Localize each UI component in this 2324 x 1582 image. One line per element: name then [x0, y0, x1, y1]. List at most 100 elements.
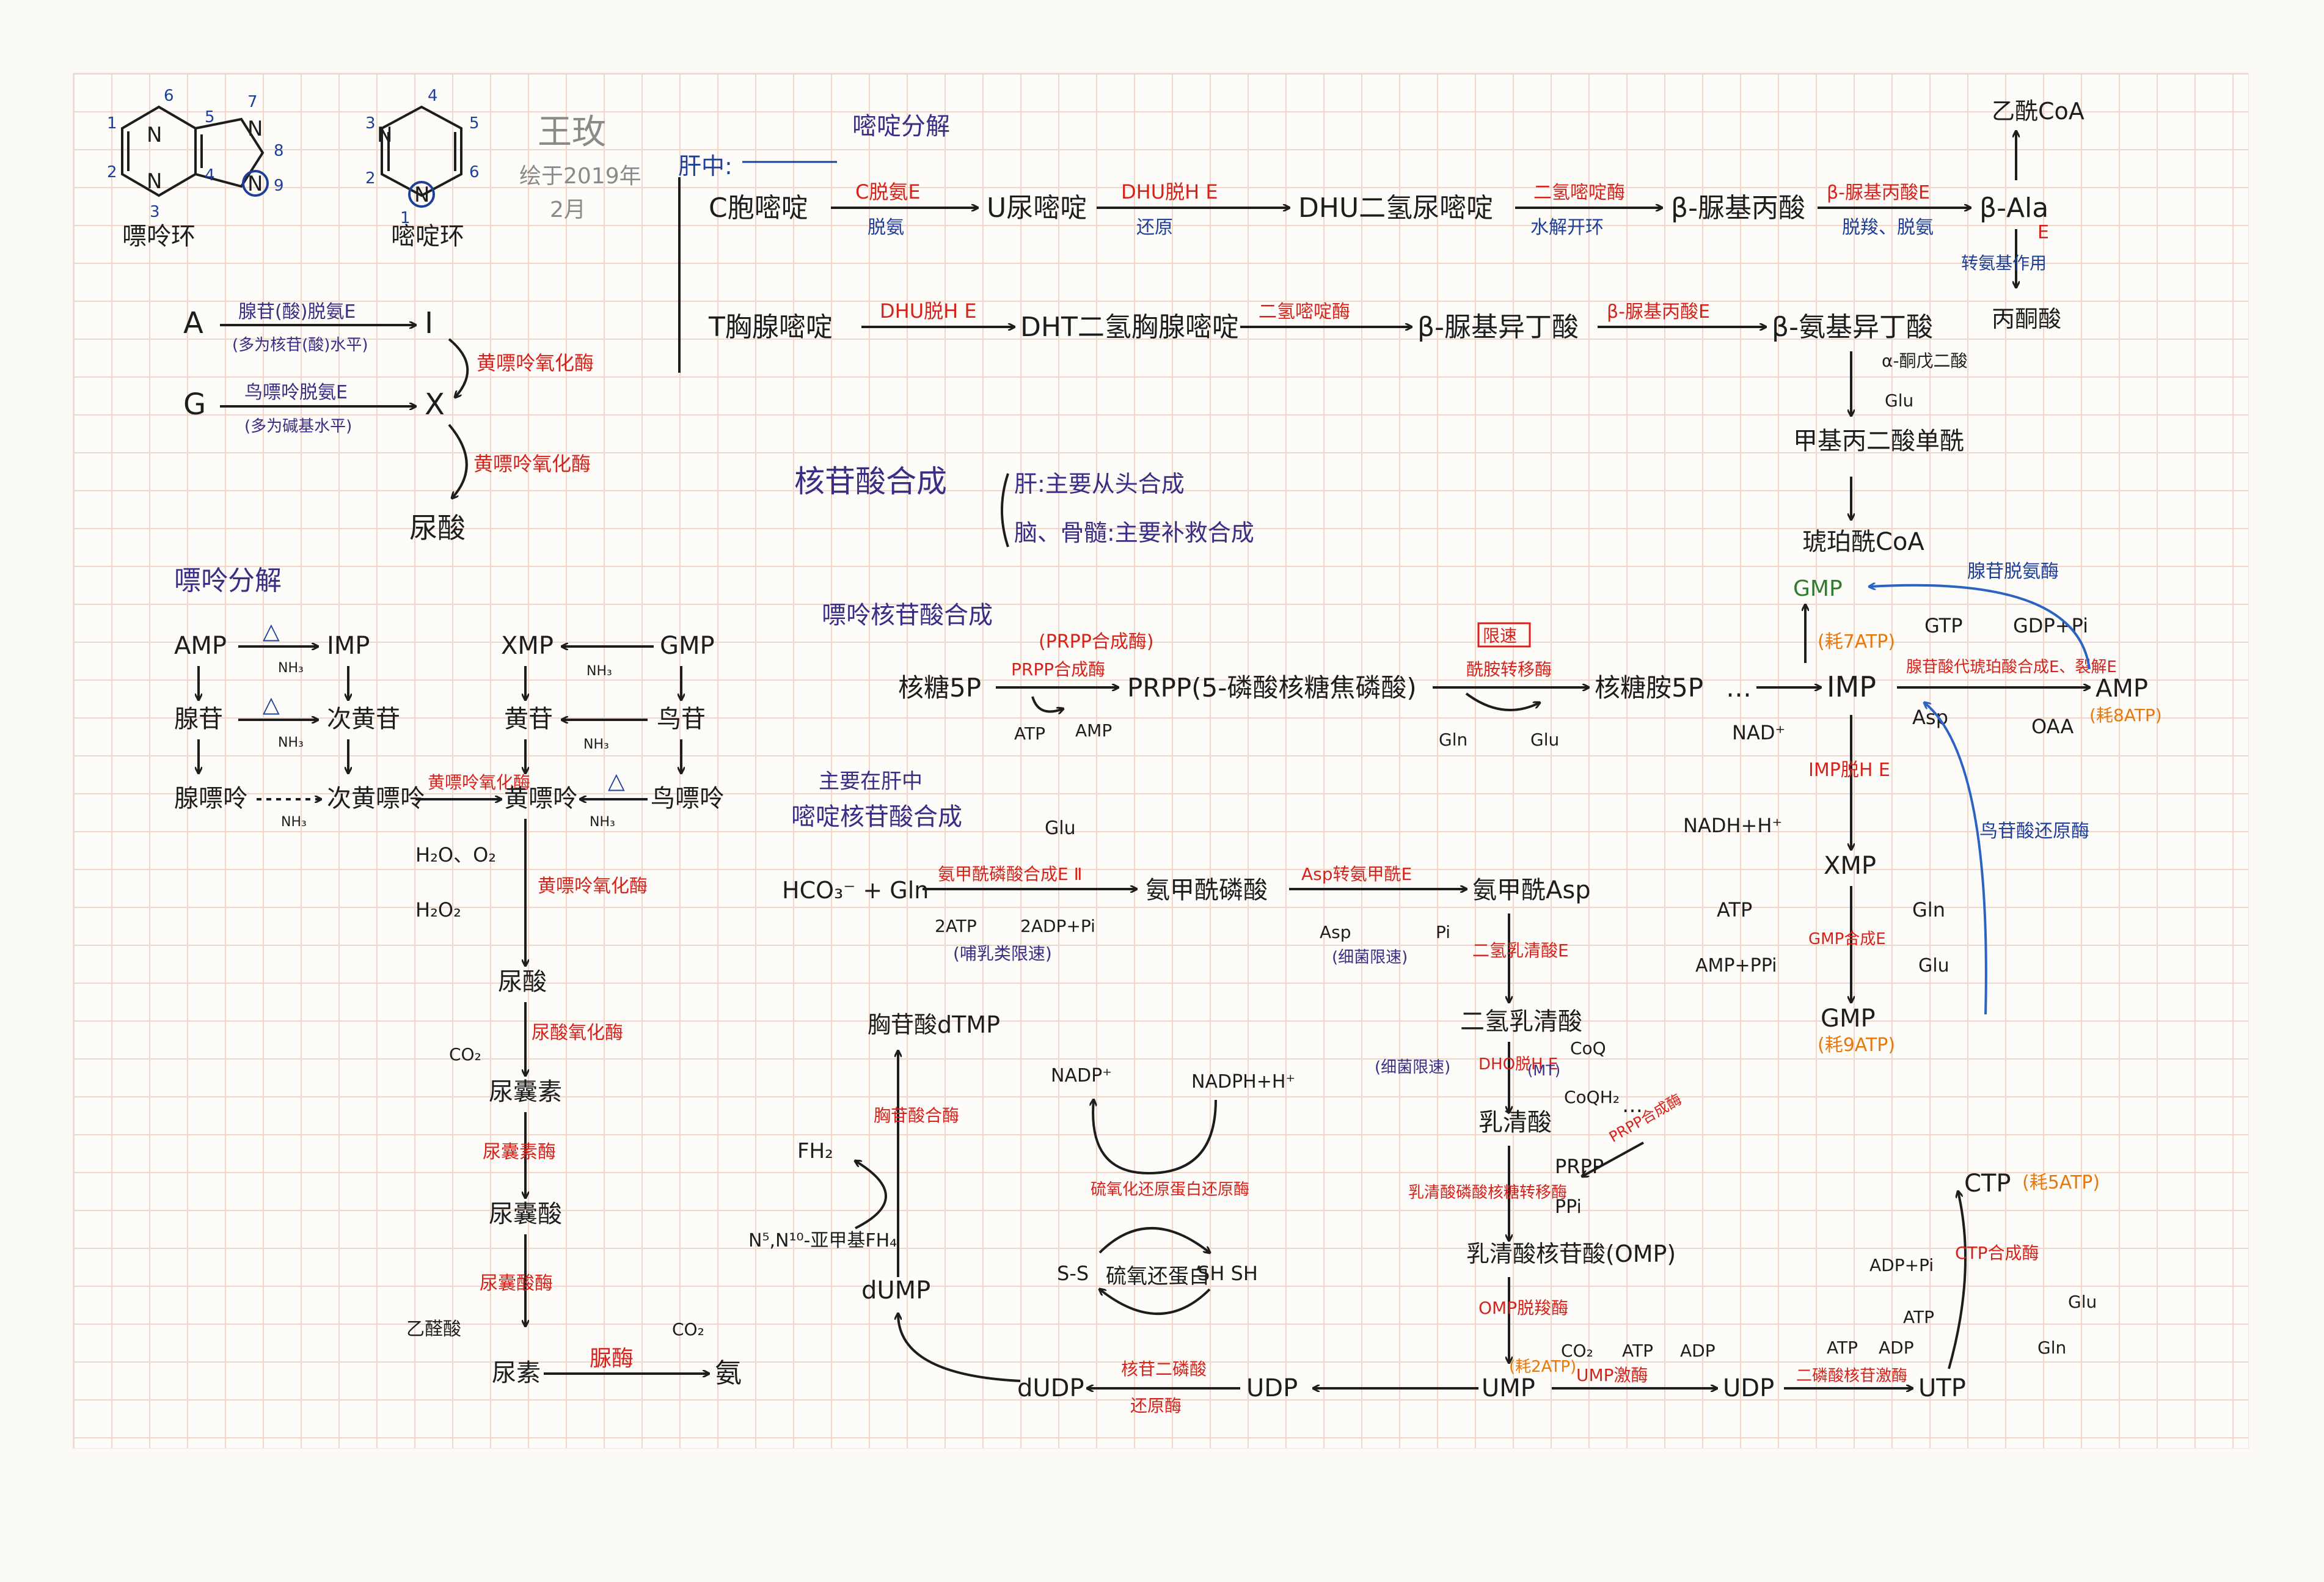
svg-text:NH₃: NH₃ — [278, 735, 304, 750]
svg-text:SH SH: SH SH — [1197, 1262, 1258, 1285]
svg-text:尿酸氧化酶: 尿酸氧化酶 — [532, 1022, 623, 1044]
grid-paper — [73, 73, 2248, 1448]
svg-text:7: 7 — [247, 93, 258, 111]
svg-text:转氨基作用: 转氨基作用 — [1961, 253, 2047, 273]
svg-text:Glu: Glu — [1045, 818, 1076, 839]
svg-text:β-Ala: β-Ala — [1979, 192, 2048, 224]
svg-text:(耗8ATP): (耗8ATP) — [2089, 705, 2162, 725]
svg-text:ATP: ATP — [1717, 898, 1752, 921]
svg-text:尿囊酸: 尿囊酸 — [489, 1200, 562, 1228]
svg-text:6: 6 — [164, 87, 174, 105]
svg-text:绘于2019年: 绘于2019年 — [519, 164, 641, 189]
svg-text:CTP合成酶: CTP合成酶 — [1955, 1243, 2039, 1263]
svg-text:脱氨: 脱氨 — [868, 217, 904, 238]
svg-text:二磷酸核苷激酶: 二磷酸核苷激酶 — [1796, 1367, 1907, 1385]
svg-text:二氢乳清酸: 二氢乳清酸 — [1460, 1008, 1582, 1036]
svg-text:GTP: GTP — [1924, 614, 1963, 637]
svg-text:尿囊酸酶: 尿囊酸酶 — [480, 1273, 553, 1294]
svg-text:2ATP: 2ATP — [935, 916, 977, 936]
svg-text:N: N — [377, 123, 392, 147]
svg-text:AMP: AMP — [1075, 720, 1112, 741]
svg-text:H₂O、O₂: H₂O、O₂ — [415, 843, 496, 866]
svg-text:AMP: AMP — [2096, 675, 2148, 703]
svg-text:(耗2ATP): (耗2ATP) — [1509, 1358, 1576, 1376]
svg-text:UDP: UDP — [1246, 1374, 1298, 1402]
svg-text:△: △ — [263, 619, 280, 644]
svg-text:Glu: Glu — [1918, 955, 1949, 976]
svg-text:DHU二氢尿嘧啶: DHU二氢尿嘧啶 — [1298, 192, 1493, 224]
svg-text:N: N — [147, 169, 162, 194]
svg-text:C胞嘧啶: C胞嘧啶 — [709, 192, 808, 224]
purine-nucleotide-synthesis: 嘌呤核苷酸合成 (PRPP合成酶) 核糖5P PRPP合成酶 ATP AMP P… — [822, 561, 2162, 1056]
svg-text:(细菌限速): (细菌限速) — [1375, 1058, 1450, 1077]
svg-text:黄嘌呤: 黄嘌呤 — [504, 785, 577, 813]
svg-text:Glu: Glu — [1530, 730, 1559, 750]
svg-text:Glu: Glu — [1885, 390, 1913, 411]
svg-text:二氢嘧啶酶: 二氢嘧啶酶 — [1533, 182, 1625, 203]
svg-text:8: 8 — [274, 142, 284, 160]
svg-text:胸苷酸合酶: 胸苷酸合酶 — [874, 1105, 959, 1126]
svg-text:嘌呤分解: 嘌呤分解 — [174, 565, 282, 596]
svg-text:脲酶: 脲酶 — [590, 1346, 634, 1371]
svg-text:C脱氨E: C脱氨E — [855, 180, 921, 203]
svg-text:HCO₃⁻ + Gln: HCO₃⁻ + Gln — [782, 877, 929, 904]
svg-text:尿囊素酶: 尿囊素酶 — [483, 1141, 556, 1163]
svg-text:肝中:: 肝中: — [678, 153, 733, 180]
svg-text:X: X — [425, 387, 445, 422]
svg-text:CoQH₂: CoQH₂ — [1564, 1087, 1620, 1107]
svg-text:N⁵,N¹⁰-亚甲基FH₄: N⁵,N¹⁰-亚甲基FH₄ — [748, 1230, 897, 1251]
svg-text:FH₂: FH₂ — [797, 1139, 833, 1163]
svg-text:(细菌限速): (细菌限速) — [1332, 948, 1408, 967]
svg-text:PRPP合成酶: PRPP合成酶 — [1011, 659, 1105, 679]
svg-text:黄嘌呤氧化酶: 黄嘌呤氧化酶 — [477, 351, 594, 375]
svg-text:王玫: 王玫 — [538, 112, 606, 152]
svg-text:GMP: GMP — [1793, 576, 1843, 601]
svg-text:DHU脱H E: DHU脱H E — [880, 299, 977, 323]
svg-text:ATP: ATP — [1903, 1307, 1934, 1327]
svg-text:GMP合成E: GMP合成E — [1808, 930, 1886, 948]
svg-text:△: △ — [263, 692, 280, 717]
svg-text:N: N — [247, 172, 263, 196]
svg-text:ADP: ADP — [1879, 1338, 1914, 1358]
svg-text:XMP: XMP — [501, 632, 554, 660]
svg-text:2: 2 — [365, 169, 376, 188]
svg-text:CO₂: CO₂ — [449, 1044, 481, 1064]
svg-text:DHU脱H E: DHU脱H E — [1121, 180, 1218, 203]
pyrimidine-nucleotide-synthesis: 主要在肝中 嘧啶核苷酸合成 HCO₃⁻ + Gln Glu 氨甲酰磷酸合成E Ⅱ… — [748, 769, 2100, 1416]
svg-text:IMP脱H E: IMP脱H E — [1808, 760, 1890, 781]
svg-text:NH₃: NH₃ — [586, 664, 612, 679]
svg-text:(耗9ATP): (耗9ATP) — [1818, 1035, 1895, 1056]
svg-text:氨甲酰磷酸合成E Ⅱ: 氨甲酰磷酸合成E Ⅱ — [938, 864, 1082, 884]
svg-text:OAA: OAA — [2031, 715, 2074, 738]
svg-text:T胸腺嘧啶: T胸腺嘧啶 — [708, 312, 833, 343]
svg-text:9: 9 — [274, 177, 284, 195]
svg-text:鸟嘌呤脱氨E: 鸟嘌呤脱氨E — [244, 382, 348, 403]
svg-text:黄嘌呤氧化酶: 黄嘌呤氧化酶 — [428, 772, 530, 793]
svg-text:N: N — [414, 183, 429, 207]
svg-text:DHO脱H E: DHO脱H E — [1478, 1055, 1558, 1074]
svg-text:dUMP: dUMP — [861, 1276, 930, 1305]
svg-text:CO₂: CO₂ — [1561, 1341, 1593, 1361]
svg-text:(耗5ATP): (耗5ATP) — [2022, 1172, 2100, 1193]
svg-text:嘧啶环: 嘧啶环 — [391, 222, 464, 251]
svg-text:Pi: Pi — [1436, 922, 1450, 942]
svg-text:β-氨基异丁酸: β-氨基异丁酸 — [1772, 312, 1933, 343]
svg-text:A: A — [183, 306, 203, 340]
svg-text:嘌呤核苷酸合成: 嘌呤核苷酸合成 — [822, 601, 993, 629]
svg-text:硫氧还蛋白: 硫氧还蛋白 — [1106, 1264, 1210, 1289]
svg-text:β-脲基丙酸: β-脲基丙酸 — [1671, 192, 1805, 224]
svg-text:ATP: ATP — [1014, 723, 1045, 744]
svg-text:I: I — [425, 306, 433, 340]
purine-ring-structure: N N N N 1 2 3 4 5 6 7 8 9 嘌呤环 — [107, 87, 284, 251]
svg-text:二氢乳清酸E: 二氢乳清酸E — [1472, 940, 1569, 961]
svg-text:GMP: GMP — [1821, 1005, 1876, 1033]
pyrimidine-degradation: 嘧啶分解 肝中: C胞嘧啶 C脱氨E 脱氨 U尿嘧啶 DHU脱H E 还原 DH… — [678, 98, 2085, 556]
svg-text:NAD⁺: NAD⁺ — [1732, 721, 1785, 744]
svg-text:NH₃: NH₃ — [583, 737, 609, 752]
svg-text:4: 4 — [205, 166, 215, 185]
svg-text:核糖胺5P: 核糖胺5P — [1595, 673, 1703, 703]
svg-text:4: 4 — [428, 87, 438, 105]
purine-deamination-summary: A 腺苷(酸)脱氨E (多为核苷(酸)水平) I G 鸟嘌呤脱氨E (多为碱基水… — [183, 301, 594, 544]
svg-text:U尿嘧啶: U尿嘧啶 — [987, 192, 1087, 224]
